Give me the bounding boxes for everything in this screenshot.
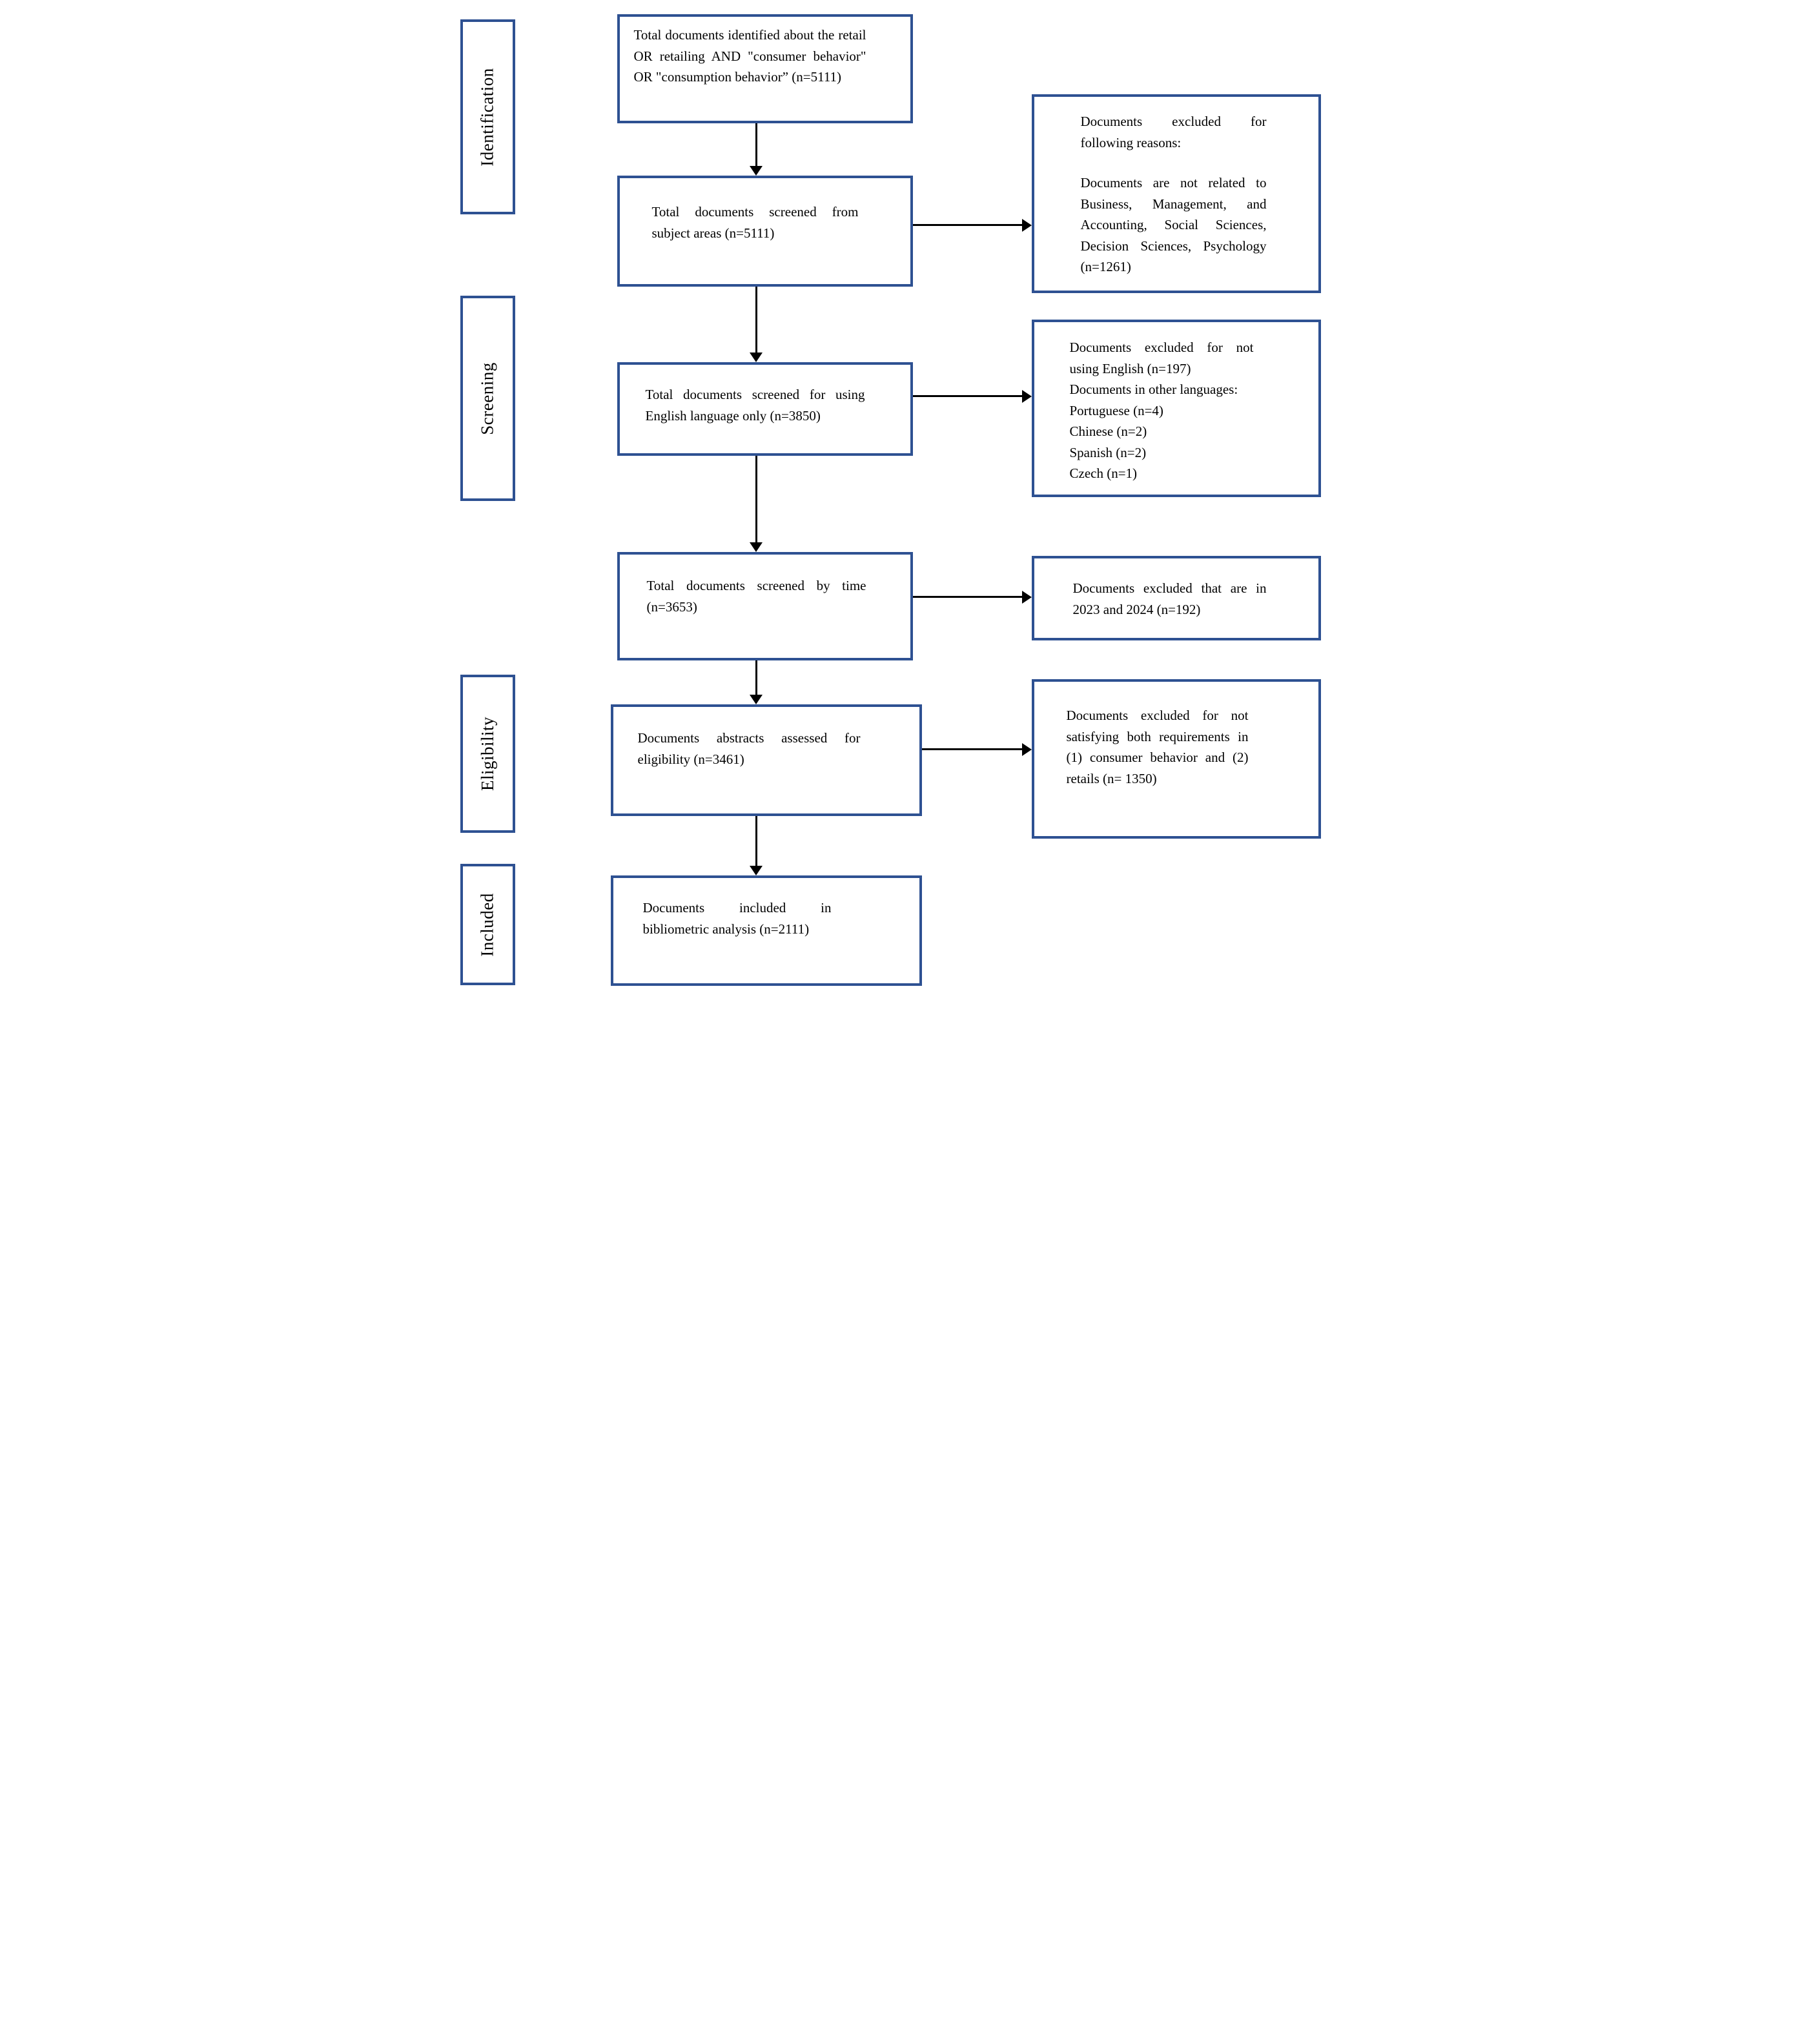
exclusion-box-requirements-text: Documents excluded for not satisfying bo… — [1066, 708, 1249, 786]
exclusion-box-requirements: Documents excluded for not satisfying bo… — [1031, 679, 1321, 839]
flow-box-screened-subject-areas-text: Total documents screened from subject ar… — [651, 204, 859, 241]
stage-box-screening: Screening — [460, 296, 515, 501]
exclusion-box-language-text: Documents excluded for not using English… — [1069, 340, 1254, 482]
exclusion-box-time: Documents excluded that are in 2023 and … — [1031, 556, 1321, 640]
stage-box-eligibility: Eligibility — [460, 675, 515, 833]
stage-label-eligibility: Eligibility — [477, 716, 497, 792]
prisma-flow-diagram: Identification Screening Eligibility Inc… — [450, 0, 1352, 1022]
stage-box-identification: Identification — [460, 19, 515, 214]
arrow-down-time-to-abstracts — [755, 660, 757, 695]
stage-label-included: Included — [477, 892, 497, 957]
flow-box-screened-time: Total documents screened by time (n=3653… — [617, 552, 913, 660]
arrow-right-requirements-exclusion — [921, 748, 1023, 750]
flow-box-included-bibliometric-text: Documents included in bibliometric analy… — [642, 900, 832, 937]
arrow-down-subject-areas-to-english — [755, 287, 757, 353]
flow-box-identified-text: Total documents identified about the ret… — [633, 27, 866, 85]
stage-box-included: Included — [460, 864, 515, 985]
arrow-down-english-to-time — [755, 456, 757, 543]
exclusion-subject-areas-intro: Documents excluded for following reasons… — [1080, 114, 1267, 150]
exclusion-box-language: Documents excluded for not using English… — [1031, 320, 1321, 497]
arrow-right-language-exclusion — [912, 395, 1023, 397]
exclusion-box-subject-areas: Documents excluded for following reasons… — [1031, 94, 1321, 293]
flow-box-screened-english-text: Total documents screened for using Engli… — [645, 387, 865, 424]
flow-box-screened-time-text: Total documents screened by time (n=3653… — [646, 578, 866, 615]
flow-box-identified: Total documents identified about the ret… — [617, 14, 913, 123]
stage-label-screening: Screening — [477, 362, 497, 435]
exclusion-box-time-text: Documents excluded that are in 2023 and … — [1072, 580, 1267, 617]
flow-box-abstracts-assessed-text: Documents abstracts assessed for eligibi… — [637, 730, 861, 767]
arrow-right-time-exclusion — [912, 596, 1023, 598]
arrow-down-identified-to-subject-areas — [755, 123, 757, 167]
flow-box-included-bibliometric: Documents included in bibliometric analy… — [610, 875, 922, 986]
arrow-down-abstracts-to-included — [755, 816, 757, 866]
stage-label-identification: Identification — [477, 67, 497, 167]
flow-box-screened-english: Total documents screened for using Engli… — [617, 362, 913, 456]
exclusion-box-subject-areas-text: Documents excluded for following reasons… — [1081, 111, 1267, 278]
arrow-right-subject-areas-exclusion — [912, 224, 1023, 226]
flow-box-abstracts-assessed: Documents abstracts assessed for eligibi… — [610, 704, 922, 816]
exclusion-subject-areas-detail: Documents are not related to Business, M… — [1080, 175, 1267, 275]
flow-box-screened-subject-areas: Total documents screened from subject ar… — [617, 176, 913, 287]
